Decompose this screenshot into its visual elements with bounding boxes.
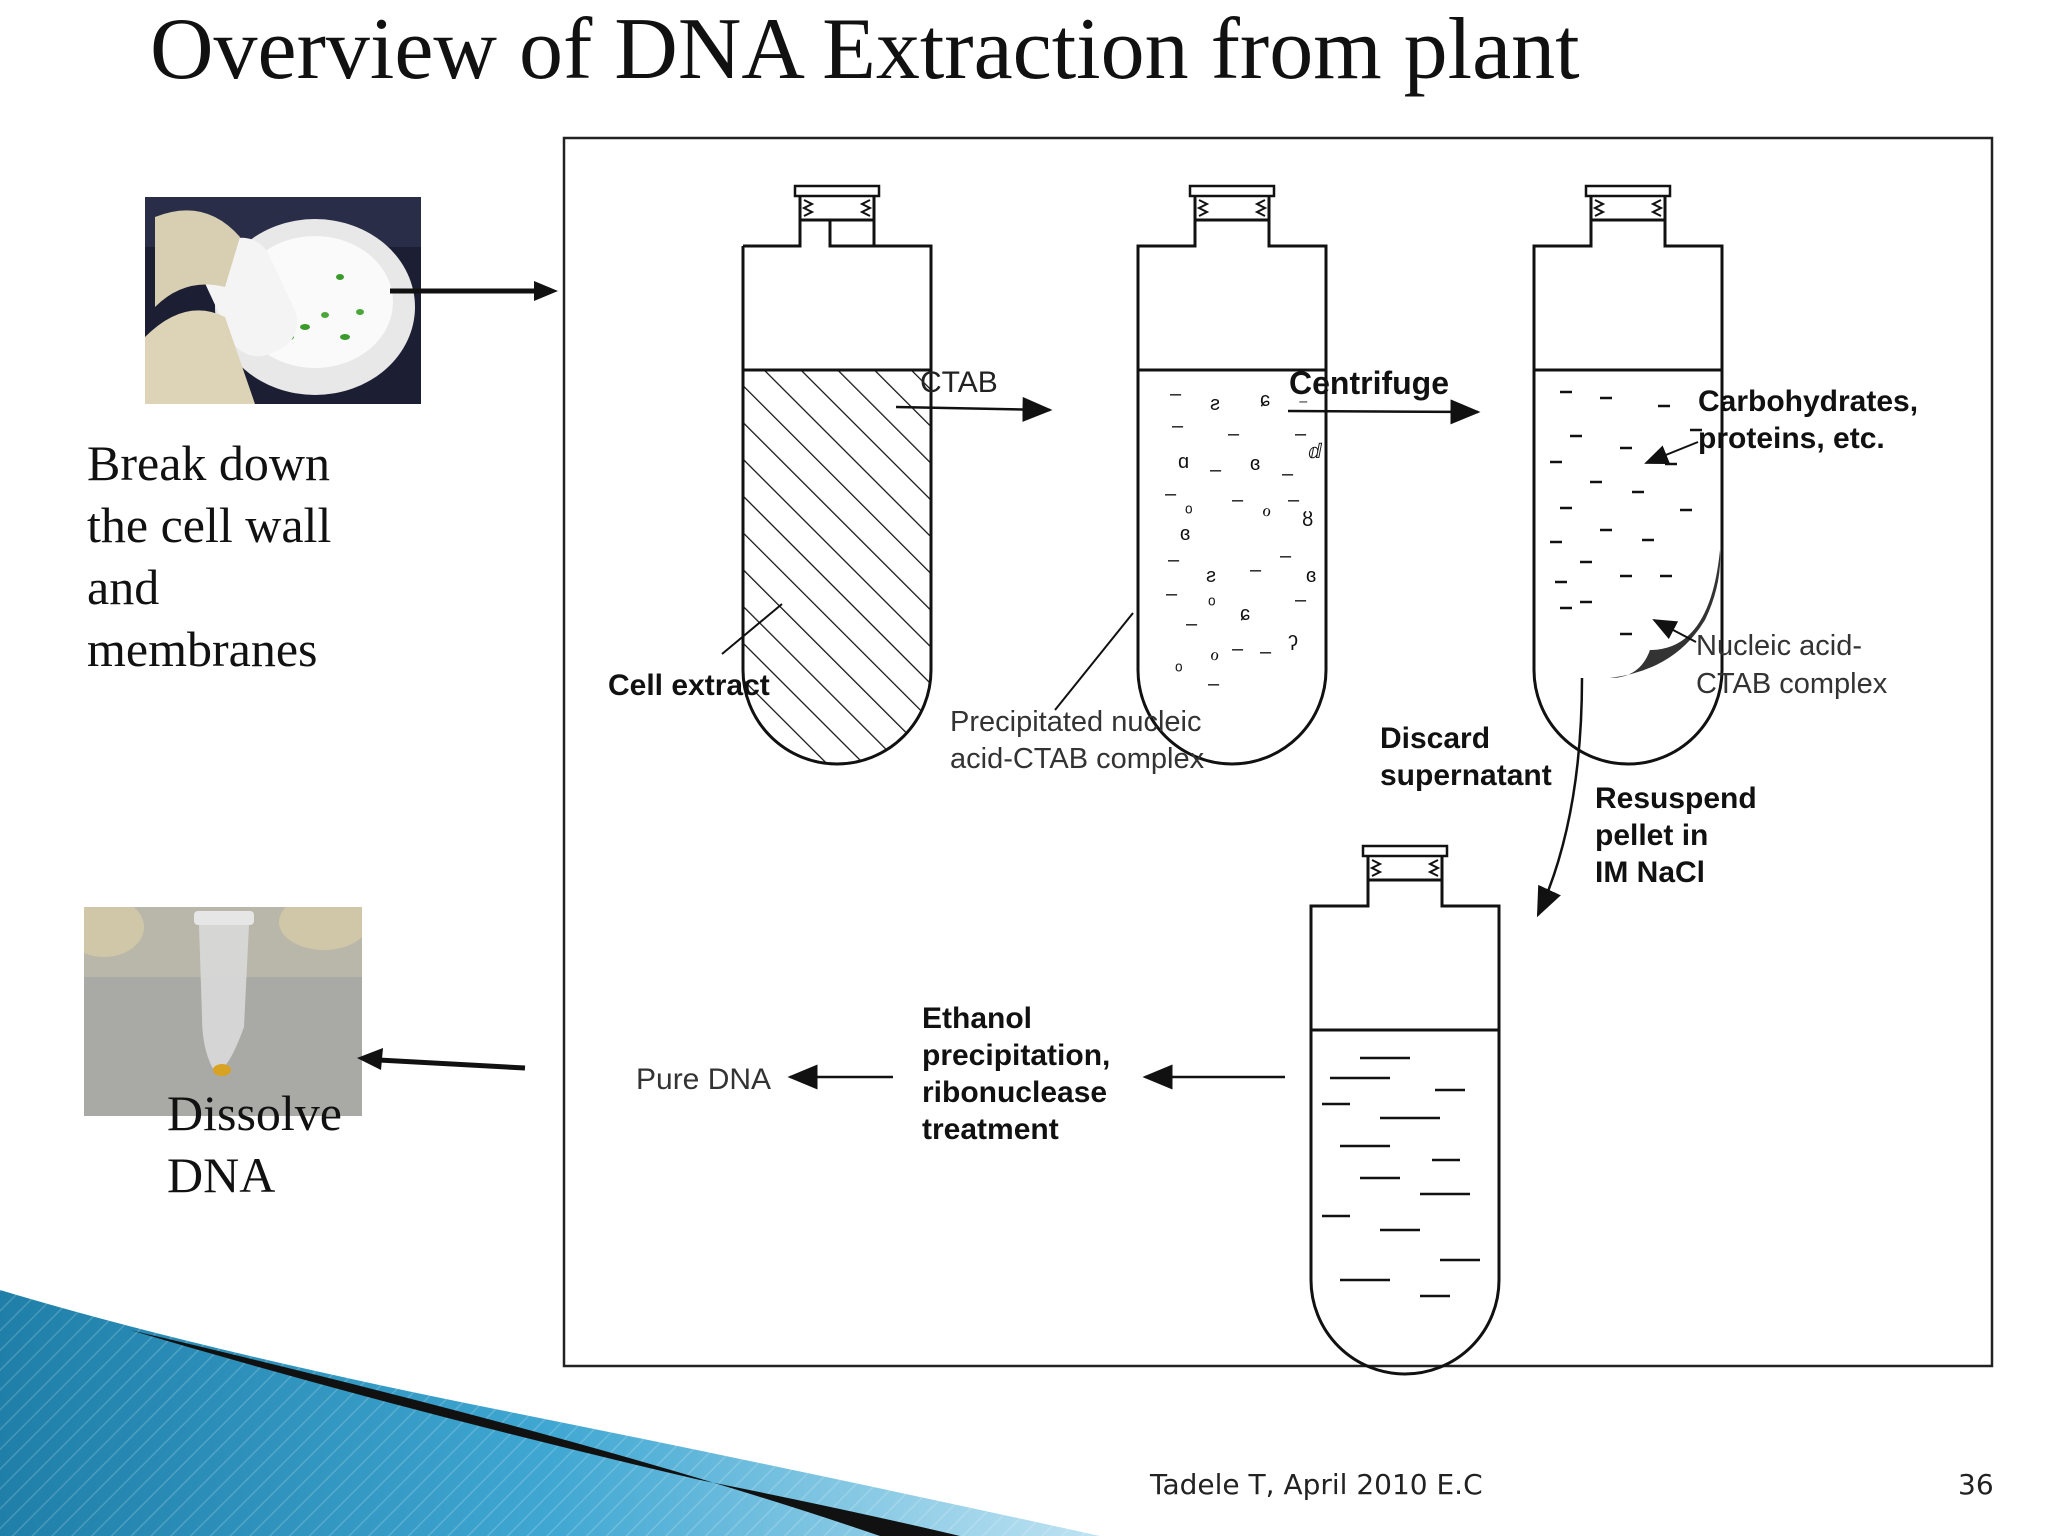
label-precipitated: Precipitated nucleic acid-CTAB complex	[950, 706, 1210, 775]
label-discard: Discard supernatant	[1380, 722, 1552, 792]
tube-centrifuged	[1532, 184, 1724, 766]
label-centrifuge: Centrifuge	[1289, 365, 1449, 401]
microtube-photo	[84, 907, 362, 1116]
svg-text:ₒ: ₒ	[1185, 495, 1193, 517]
dissolve-dna-text: Dissolve DNA	[167, 1085, 342, 1203]
tube-resuspended	[1309, 844, 1501, 1376]
svg-text:–: –	[1232, 489, 1244, 511]
svg-text:–: –	[1210, 459, 1222, 481]
slide-title: Overview of DNA Extraction from plant	[150, 1, 1580, 98]
svg-text:–: –	[1260, 641, 1272, 663]
arrow-centrifuge	[1287, 399, 1481, 425]
page-number: 36	[1958, 1468, 1994, 1501]
label-pure-dna: Pure DNA	[636, 1063, 771, 1096]
arrow-to-microtube	[357, 1048, 526, 1071]
decorative-swoosh	[0, 1290, 1100, 1536]
svg-text:–: –	[1208, 673, 1220, 695]
svg-text:–: –	[1186, 613, 1198, 635]
svg-text:ɞ: ɞ	[1180, 523, 1190, 545]
break-down-text: Break down the cell wall and membranes	[87, 435, 332, 677]
svg-text:–: –	[1170, 383, 1182, 405]
tube-cell-extract	[741, 184, 933, 766]
svg-text:ɑ: ɑ	[1178, 451, 1189, 473]
svg-text:ℴ: ℴ	[1262, 499, 1271, 521]
svg-text:ℴ: ℴ	[1210, 643, 1219, 665]
svg-text:ⅆ: ⅆ	[1308, 441, 1323, 463]
svg-text:–: –	[1172, 415, 1184, 437]
svg-text:ʔ: ʔ	[1288, 633, 1298, 655]
arrow-discard	[1536, 677, 1584, 918]
svg-text:–: –	[1288, 489, 1300, 511]
svg-text:ȣ: ȣ	[1302, 509, 1313, 531]
label-ethanol: Ethanol precipitation, ribonuclease trea…	[922, 1002, 1119, 1146]
svg-text:–: –	[1228, 423, 1240, 445]
label-ctab: CTAB	[920, 366, 998, 399]
arrow-ctab	[895, 396, 1053, 422]
svg-text:–: –	[1282, 463, 1294, 485]
label-nucleic-complex: Nucleic acid- CTAB complex	[1696, 630, 1888, 700]
label-resuspend: Resuspend pellet in IM NaCl	[1595, 782, 1765, 889]
svg-text:ₒ: ₒ	[1175, 653, 1183, 675]
svg-text:–: –	[1280, 545, 1292, 567]
svg-text:ƨ: ƨ	[1206, 565, 1216, 587]
footer-author: Tadele T, April 2010 E.C	[1150, 1468, 1483, 1501]
arrow-to-diagram	[390, 281, 558, 301]
svg-text:ɕ: ɕ	[1260, 389, 1270, 411]
label-cell-extract: Cell extract	[608, 669, 770, 702]
svg-text:–: –	[1232, 638, 1244, 660]
svg-text:ƨ: ƨ	[1210, 393, 1220, 415]
svg-text:–: –	[1295, 423, 1307, 445]
svg-text:–: –	[1295, 589, 1307, 611]
svg-text:–: –	[1165, 483, 1177, 505]
mortar-pestle-photo	[145, 197, 421, 404]
svg-text:–: –	[1250, 559, 1262, 581]
svg-text:ɕ: ɕ	[1240, 603, 1250, 625]
svg-text:ₒ: ₒ	[1208, 587, 1216, 609]
svg-text:ɞ: ɞ	[1306, 565, 1316, 587]
svg-text:–: –	[1166, 583, 1178, 605]
svg-text:–: –	[1168, 549, 1180, 571]
svg-text:⁻: ⁻	[1298, 395, 1309, 417]
svg-text:ɞ: ɞ	[1250, 453, 1260, 475]
label-carbohydrates: Carbohydrates, proteins, etc.	[1698, 385, 1926, 455]
